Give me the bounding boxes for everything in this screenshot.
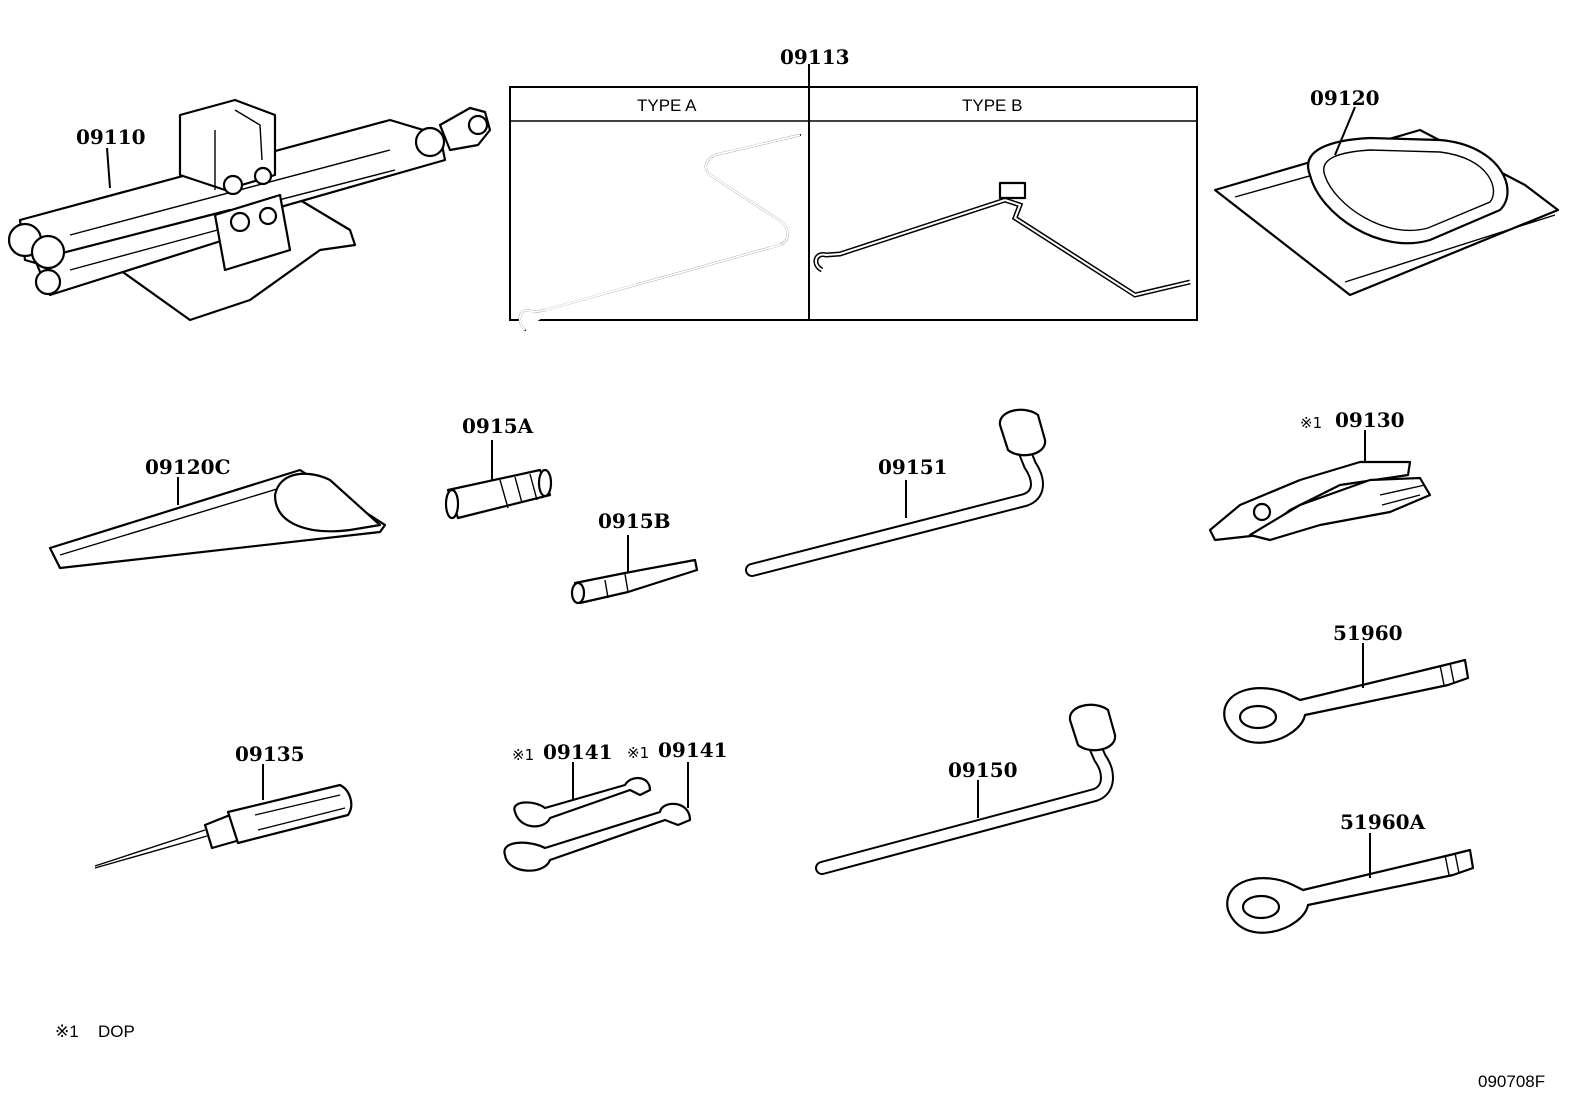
part-number-09130: 09130 [1335,408,1405,432]
footnote-text: DOP [98,1022,135,1041]
jack-handle-box [509,64,1198,332]
diagram-id: 090708F [1478,1072,1545,1091]
part-number-09110: 09110 [76,125,146,149]
part-number-51960A: 51960A [1340,810,1426,834]
marker-09141-right: ※1 [627,744,649,762]
type-a-label: TYPE A [637,96,697,115]
lug-wrench-09150-illustration [815,703,1117,875]
towing-eye-51960A-illustration [1226,848,1475,934]
scissor-jack-illustration [7,98,492,322]
tool-pouch-illustration [48,468,387,570]
part-number-09135: 09135 [235,742,305,766]
valve-tool-illustration [570,558,699,605]
part-number-09151: 09151 [878,455,948,479]
part-number-09120C: 09120C [145,455,231,479]
footnote-mark: ※1 [55,1022,79,1041]
part-number-09120: 09120 [1310,86,1380,110]
part-number-51960: 51960 [1333,621,1403,645]
part-number-0915B: 0915B [598,509,671,533]
marker-09130: ※1 [1300,414,1322,432]
part-number-09150: 09150 [948,758,1018,782]
type-b-label: TYPE B [962,96,1022,115]
tool-bag-illustration [1213,128,1560,297]
marker-09141-left: ※1 [512,746,534,764]
wrenches-illustration [503,777,692,872]
towing-eye-51960-illustration [1223,658,1470,744]
part-number-09141-right: 09141 [658,738,728,762]
part-number-09113: 09113 [780,45,850,69]
wrench-adapter-illustration [444,468,553,520]
pliers-illustration [1208,460,1432,542]
part-number-09141-left: 09141 [543,740,613,764]
lug-wrench-09151-illustration [745,408,1047,577]
part-number-0915A: 0915A [462,414,534,438]
screwdriver-illustration [94,783,353,869]
